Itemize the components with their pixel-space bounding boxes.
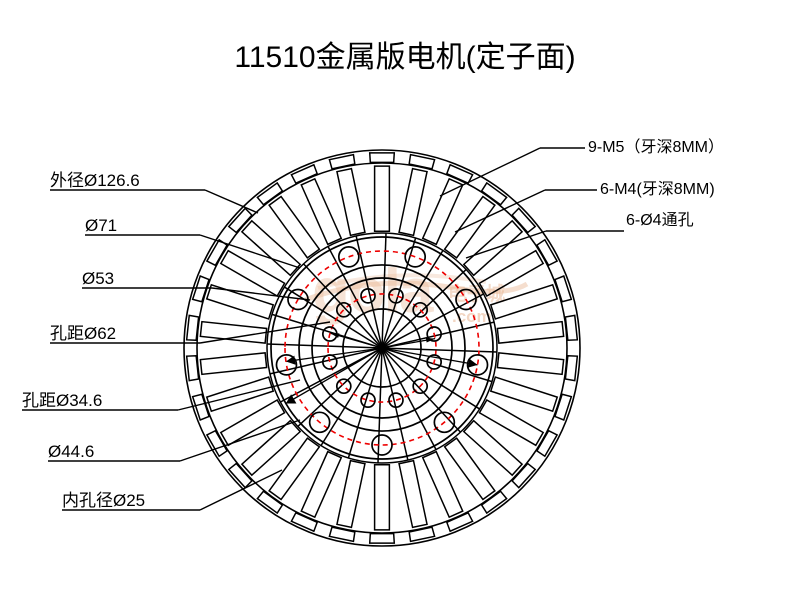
annotation-thread-m4: 6-M4(牙深8MM) — [600, 181, 715, 198]
svg-text:电子城: 电子城 — [448, 282, 505, 305]
annotation-diameter-44-6: Ø44.6 — [48, 442, 95, 461]
bolt-hole-m5 — [308, 411, 331, 434]
annotation-inner-bore: 内孔径Ø25 — [62, 491, 146, 510]
bolt-hole-m4 — [426, 326, 443, 342]
bolt-hole-m5 — [371, 434, 393, 456]
bolt-hole-m4 — [388, 287, 404, 304]
bolt-hole-m5 — [466, 353, 489, 376]
bolt-hole-m4 — [360, 287, 376, 304]
annotation-through-hole: 6-Ø4通孔 — [626, 212, 694, 229]
annotation-outer-diameter: 外径Ø126.6 — [50, 171, 140, 190]
hole-group — [275, 245, 489, 456]
bolt-hole-m4 — [335, 301, 352, 318]
annotation-diameter-71: Ø71 — [85, 216, 118, 235]
bolt-hole-m5 — [337, 245, 360, 268]
bolt-hole-m4 — [426, 354, 443, 370]
bolt-hole-m5 — [433, 411, 456, 434]
bolt-hole-m4 — [360, 392, 376, 409]
bolt-hole-m5 — [404, 245, 427, 268]
bolt-circle-group — [284, 250, 480, 446]
annotation-bolt-circle-34-6: 孔距Ø34.6 — [22, 391, 103, 410]
bolt-hole-m4 — [412, 301, 429, 318]
bolt-hole-m4 — [388, 392, 404, 409]
bolt-hole-m4 — [321, 326, 338, 342]
bolt-hole-m4 — [412, 378, 429, 395]
stator-slot-group — [199, 165, 565, 531]
bolt-hole-m4 — [321, 354, 338, 370]
bolt-hole-m5 — [455, 288, 477, 311]
annotation-bolt-circle-62: 孔距Ø62 — [50, 324, 117, 343]
rim-tab-group — [183, 149, 581, 547]
leader-line-group — [22, 147, 624, 511]
annotation-diameter-53: Ø53 — [82, 269, 115, 288]
svg-text:.com: .com — [452, 307, 492, 326]
radial-centerline-group — [267, 233, 497, 463]
annotation-thread-m5: 9-M5（牙深8MM） — [588, 139, 725, 156]
bolt-hole-m5 — [275, 353, 298, 376]
page-title: 11510金属版电机(定子面) — [234, 41, 576, 74]
bolt-hole-m4 — [335, 378, 352, 395]
